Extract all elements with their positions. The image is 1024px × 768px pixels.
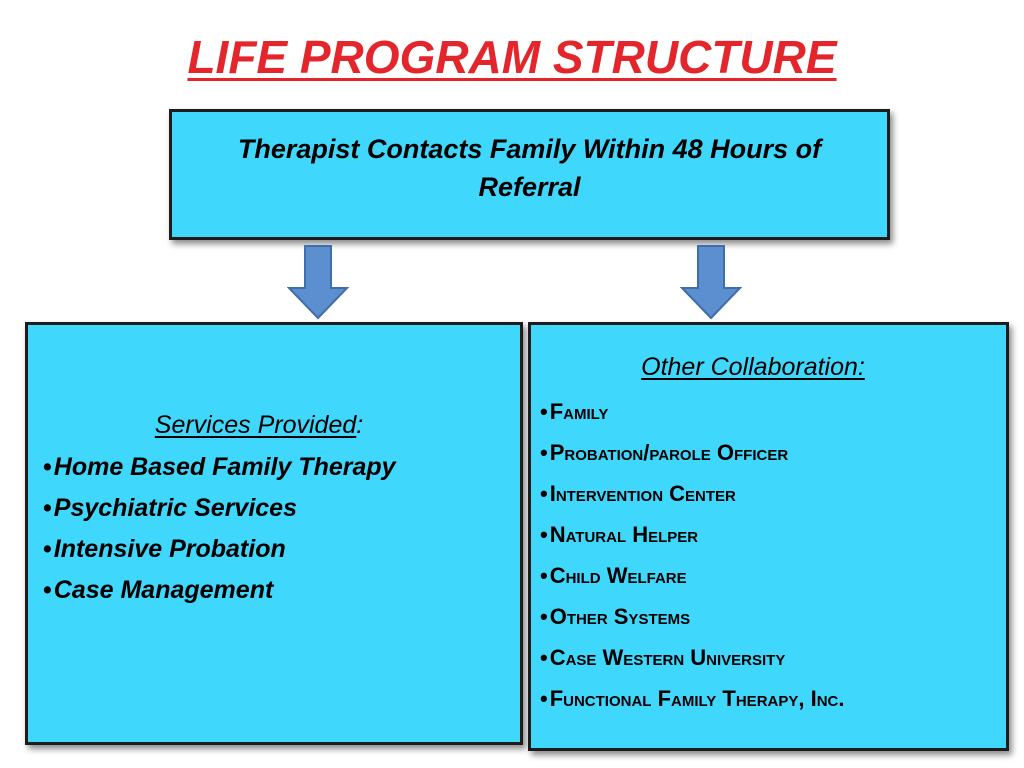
- referral-box: Therapist Contacts Family Within 48 Hour…: [169, 109, 890, 240]
- list-item: •Functional Family Therapy, Inc.: [540, 678, 1006, 719]
- list-item-text: Child Welfare: [549, 563, 687, 588]
- services-heading-text: Services Provided: [154, 411, 357, 439]
- collaboration-box: Other Collaboration: •Family •Probation/…: [528, 322, 1009, 751]
- collaboration-list: •Family •Probation/parole Officer •Inter…: [540, 391, 1006, 719]
- bullet: •: [540, 645, 548, 670]
- bullet: •: [540, 399, 548, 424]
- down-arrow-icon: [287, 245, 349, 320]
- list-item-text: Intensive Probation: [53, 535, 286, 563]
- list-item-text: Functional Family Therapy, Inc.: [549, 686, 845, 711]
- list-item-text: Natural Helper: [549, 522, 699, 547]
- list-item-text: Case Western University: [549, 645, 786, 670]
- list-item: •Psychiatric Services: [43, 488, 520, 529]
- services-heading-colon: :: [356, 411, 364, 439]
- list-item: •Intensive Probation: [43, 529, 520, 570]
- list-item: •Case Management: [43, 570, 520, 611]
- bullet: •: [43, 453, 52, 481]
- list-item: •Natural Helper: [540, 514, 1006, 555]
- list-item: •Family: [540, 391, 1006, 432]
- collaboration-heading-text: Other Collaboration:: [641, 353, 865, 381]
- services-box: Services Provided: •Home Based Family Th…: [25, 322, 523, 745]
- slide-title: LIFE PROGRAM STRUCTURE: [187, 31, 837, 83]
- services-heading: Services Provided:: [43, 407, 520, 443]
- list-item: •Case Western University: [540, 637, 1006, 678]
- bullet: •: [540, 604, 548, 629]
- collaboration-heading: Other Collaboration:: [540, 349, 1006, 385]
- bullet: •: [540, 686, 548, 711]
- list-item-text: Psychiatric Services: [53, 494, 297, 522]
- bullet: •: [540, 481, 548, 506]
- bullet: •: [540, 563, 548, 588]
- list-item-text: Family: [549, 399, 609, 424]
- list-item: •Other Systems: [540, 596, 1006, 637]
- list-item: •Probation/parole Officer: [540, 432, 1006, 473]
- list-item-text: Home Based Family Therapy: [53, 453, 396, 481]
- bullet: •: [43, 535, 52, 563]
- list-item-text: Case Management: [53, 576, 274, 604]
- list-item-text: Other Systems: [549, 604, 691, 629]
- list-item-text: Intervention Center: [549, 481, 736, 506]
- bullet: •: [540, 440, 548, 465]
- list-item-text: Probation/parole Officer: [549, 440, 789, 465]
- list-item: •Home Based Family Therapy: [43, 447, 520, 488]
- down-arrow-icon: [680, 245, 742, 320]
- bullet: •: [43, 576, 52, 604]
- list-item: •Child Welfare: [540, 555, 1006, 596]
- services-list: •Home Based Family Therapy •Psychiatric …: [43, 447, 520, 611]
- bullet: •: [43, 494, 52, 522]
- bullet: •: [540, 522, 548, 547]
- referral-text: Therapist Contacts Family Within 48 Hour…: [237, 134, 822, 202]
- list-item: •Intervention Center: [540, 473, 1006, 514]
